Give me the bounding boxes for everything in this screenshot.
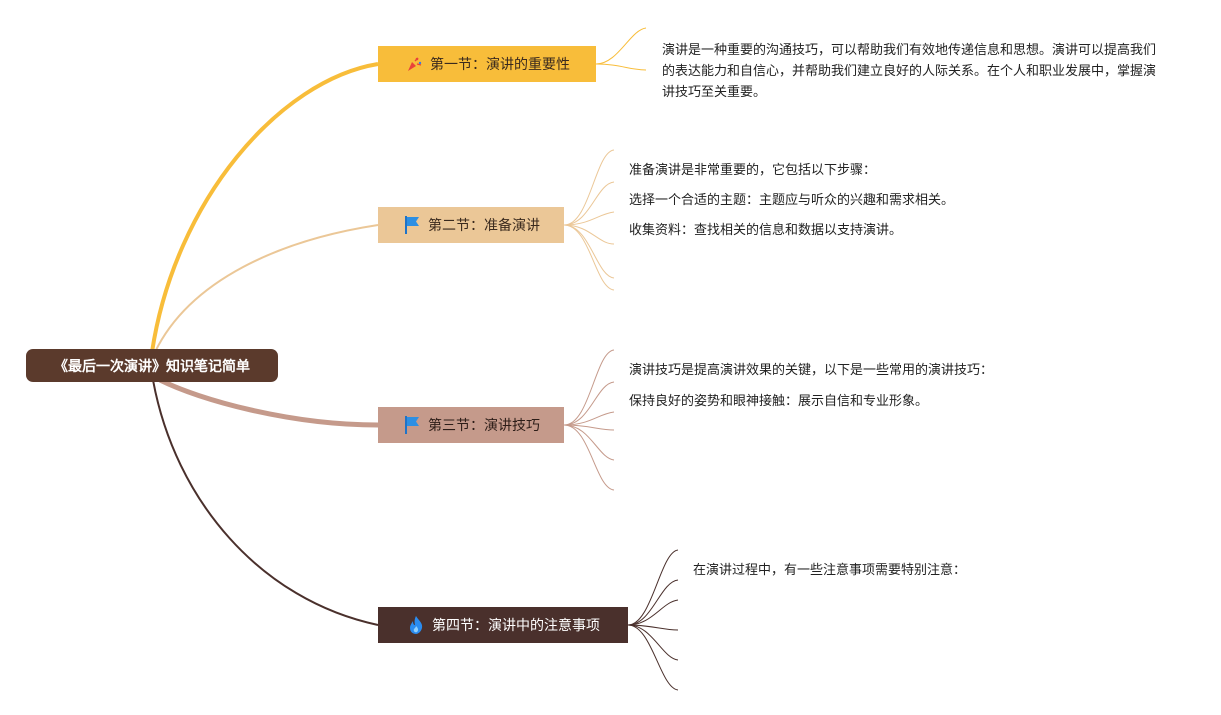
section-3-topic[interactable]: 第三节：演讲技巧 xyxy=(378,407,564,443)
section4-fan xyxy=(627,549,679,691)
party-popper-icon xyxy=(404,54,424,74)
root-topic-label: 《最后一次演讲》知识笔记简单 xyxy=(54,358,250,375)
section1-fan xyxy=(595,27,647,71)
branch-connector-1 xyxy=(150,62,379,353)
section-2-label: 第二节：准备演讲 xyxy=(428,218,540,234)
section-4-note-1: 在演讲过程中，有一些注意事项需要特别注意： xyxy=(693,563,967,578)
section-3-note-2: 保持良好的姿势和眼神接触：展示自信和专业形象。 xyxy=(629,394,929,409)
section2-fan xyxy=(563,149,615,291)
section3-fan xyxy=(563,349,615,491)
section-4-label: 第四节：演讲中的注意事项 xyxy=(432,618,600,634)
section-2-note-2: 选择一个合适的主题：主题应与听众的兴趣和需求相关。 xyxy=(629,193,955,208)
section-1-topic[interactable]: 第一节：演讲的重要性 xyxy=(378,46,596,82)
section-1-note: 演讲是一种重要的沟通技巧，可以帮助我们有效地传递信息和思想。演讲可以提高我们的表… xyxy=(662,43,1157,100)
root-topic[interactable]: 《最后一次演讲》知识笔记简单 xyxy=(26,349,278,382)
blue-flag-icon xyxy=(402,415,422,435)
branch-connector-3 xyxy=(158,377,379,428)
section-2-note-3: 收集资料：查找相关的信息和数据以支持演讲。 xyxy=(629,223,903,238)
section-3-note-1: 演讲技巧是提高演讲效果的关键，以下是一些常用的演讲技巧： xyxy=(629,363,994,378)
section-2-note-1: 准备演讲是非常重要的，它包括以下步骤： xyxy=(629,163,877,178)
branch-connector-2 xyxy=(154,224,379,353)
section-3-label: 第三节：演讲技巧 xyxy=(428,418,540,434)
branch-connector-4 xyxy=(152,379,379,626)
blue-flag-icon xyxy=(402,215,422,235)
section-4-topic[interactable]: 第四节：演讲中的注意事项 xyxy=(378,607,628,643)
section-2-topic[interactable]: 第二节：准备演讲 xyxy=(378,207,564,243)
section-1-label: 第一节：演讲的重要性 xyxy=(430,57,570,73)
flame-icon xyxy=(406,615,426,635)
